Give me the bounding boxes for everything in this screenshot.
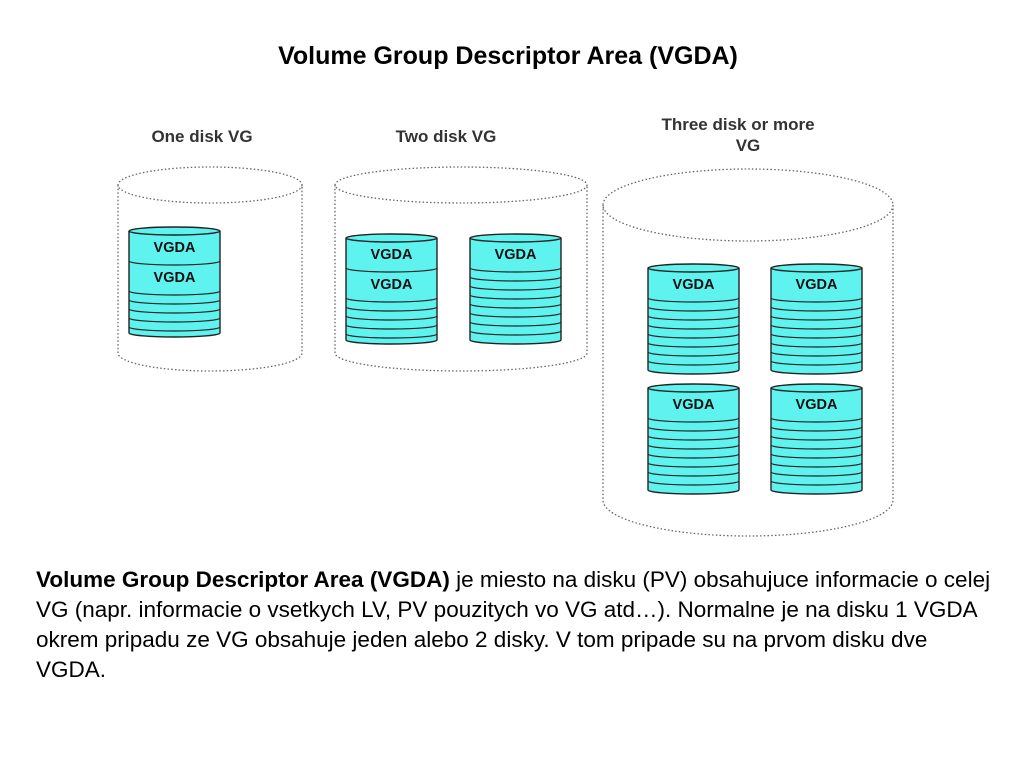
group-label-three-disk-line1: Three disk or more	[661, 115, 814, 134]
disk-layer-line	[128, 260, 221, 266]
disk-body	[647, 388, 740, 495]
disk-layer-line	[647, 444, 740, 450]
disk-layer-line	[647, 435, 740, 441]
disk-layer-line	[469, 330, 562, 336]
disk-layer-line	[469, 312, 562, 318]
disk-top	[469, 233, 562, 243]
disk-layer-line	[345, 297, 438, 303]
disk-layer-line	[345, 315, 438, 321]
disk-layer-line	[128, 308, 221, 314]
disk-layer-line	[647, 462, 740, 468]
disk-layer-line	[770, 435, 863, 441]
disk-layer-line	[770, 417, 863, 423]
vgda-label: VGDA	[371, 277, 413, 293]
disk-layer-line	[770, 453, 863, 459]
disk-top	[770, 383, 863, 393]
disk-layer-line	[647, 417, 740, 423]
disk-layer-line	[647, 342, 740, 348]
container-one-disk	[117, 166, 303, 372]
disk-layer-line	[647, 297, 740, 303]
disk-layer-line	[770, 471, 863, 477]
disk-two-disk-vg-2: VGDA	[469, 233, 562, 345]
disk-layer-line	[647, 480, 740, 486]
disk-layer-line	[770, 333, 863, 339]
disk-top	[647, 263, 740, 273]
disk-layer-line	[770, 360, 863, 366]
disk-layer-line	[770, 462, 863, 468]
disk-layer-line	[647, 324, 740, 330]
vgda-label: VGDA	[673, 277, 715, 293]
vgda-label: VGDA	[154, 270, 196, 286]
disk-layer-line	[469, 294, 562, 300]
container-three-disk	[602, 168, 894, 537]
disk-layer-line	[647, 426, 740, 432]
disk-layer-line	[345, 267, 438, 273]
vgda-label: VGDA	[495, 247, 537, 263]
disk-layer-line	[770, 426, 863, 432]
disk-layer-line	[128, 299, 221, 305]
disk-layer-line	[770, 315, 863, 321]
disk-layer-line	[345, 306, 438, 312]
disk-layer-line	[647, 315, 740, 321]
disk-layer-line	[647, 306, 740, 312]
disk-layer-line	[469, 303, 562, 309]
container-body	[334, 185, 588, 372]
description-bold-lead: Volume Group Descriptor Area (VGDA)	[36, 567, 450, 592]
disk-layer-line	[128, 326, 221, 332]
disk-body	[770, 268, 863, 375]
disk-layer-line	[770, 324, 863, 330]
vgda-label: VGDA	[796, 277, 838, 293]
disk-body	[647, 268, 740, 375]
description-paragraph: Volume Group Descriptor Area (VGDA) je m…	[36, 565, 996, 685]
disk-one-disk-vg-1: VGDA VGDA	[128, 226, 221, 338]
disk-layer-line	[770, 342, 863, 348]
disk-layer-line	[345, 324, 438, 330]
disk-body	[469, 238, 562, 345]
disk-three-disk-vg-3: VGDA	[647, 383, 740, 495]
disk-layer-line	[647, 351, 740, 357]
disk-three-disk-vg-1: VGDA	[647, 263, 740, 375]
disk-layer-line	[469, 321, 562, 327]
vgda-diagram: One disk VG Two disk VG Three disk or mo…	[117, 115, 894, 537]
disk-layer-line	[770, 306, 863, 312]
disk-layer-line	[469, 276, 562, 282]
disk-layer-line	[647, 453, 740, 459]
container-top	[602, 168, 894, 242]
disk-two-disk-vg-1: VGDA VGDA	[345, 233, 438, 345]
vgda-label: VGDA	[371, 247, 413, 263]
disk-layer-line	[647, 333, 740, 339]
disk-layer-line	[770, 444, 863, 450]
disk-top	[647, 383, 740, 393]
vgda-label: VGDA	[154, 240, 196, 256]
description-text: je miesto na disku (PV) obsahujuce infor…	[36, 567, 991, 682]
disk-body	[345, 238, 438, 345]
disk-top	[770, 263, 863, 273]
group-label-two-disk: Two disk VG	[396, 127, 497, 146]
disk-three-disk-vg-2: VGDA	[770, 263, 863, 375]
container-two-disk	[334, 166, 588, 372]
vgda-label: VGDA	[673, 397, 715, 413]
group-label-three-disk-line2: VG	[736, 136, 761, 155]
disk-top	[345, 233, 438, 243]
disk-layer-line	[647, 471, 740, 477]
page-title: Volume Group Descriptor Area (VGDA)	[278, 42, 738, 70]
container-top	[334, 166, 588, 204]
disk-layer-line	[770, 297, 863, 303]
disk-layer-line	[647, 360, 740, 366]
disk-top	[128, 226, 221, 236]
disk-body	[128, 231, 221, 338]
disk-layer-line	[128, 290, 221, 296]
disk-layer-line	[345, 333, 438, 339]
group-label-one-disk: One disk VG	[151, 127, 252, 146]
disk-layer-line	[469, 285, 562, 291]
disk-layer-line	[770, 480, 863, 486]
disk-layer-line	[770, 351, 863, 357]
disk-layer-line	[128, 317, 221, 323]
disk-body	[770, 388, 863, 495]
disk-three-disk-vg-4: VGDA	[770, 383, 863, 495]
vgda-label: VGDA	[796, 397, 838, 413]
disk-layer-line	[469, 267, 562, 273]
container-top	[117, 166, 303, 204]
